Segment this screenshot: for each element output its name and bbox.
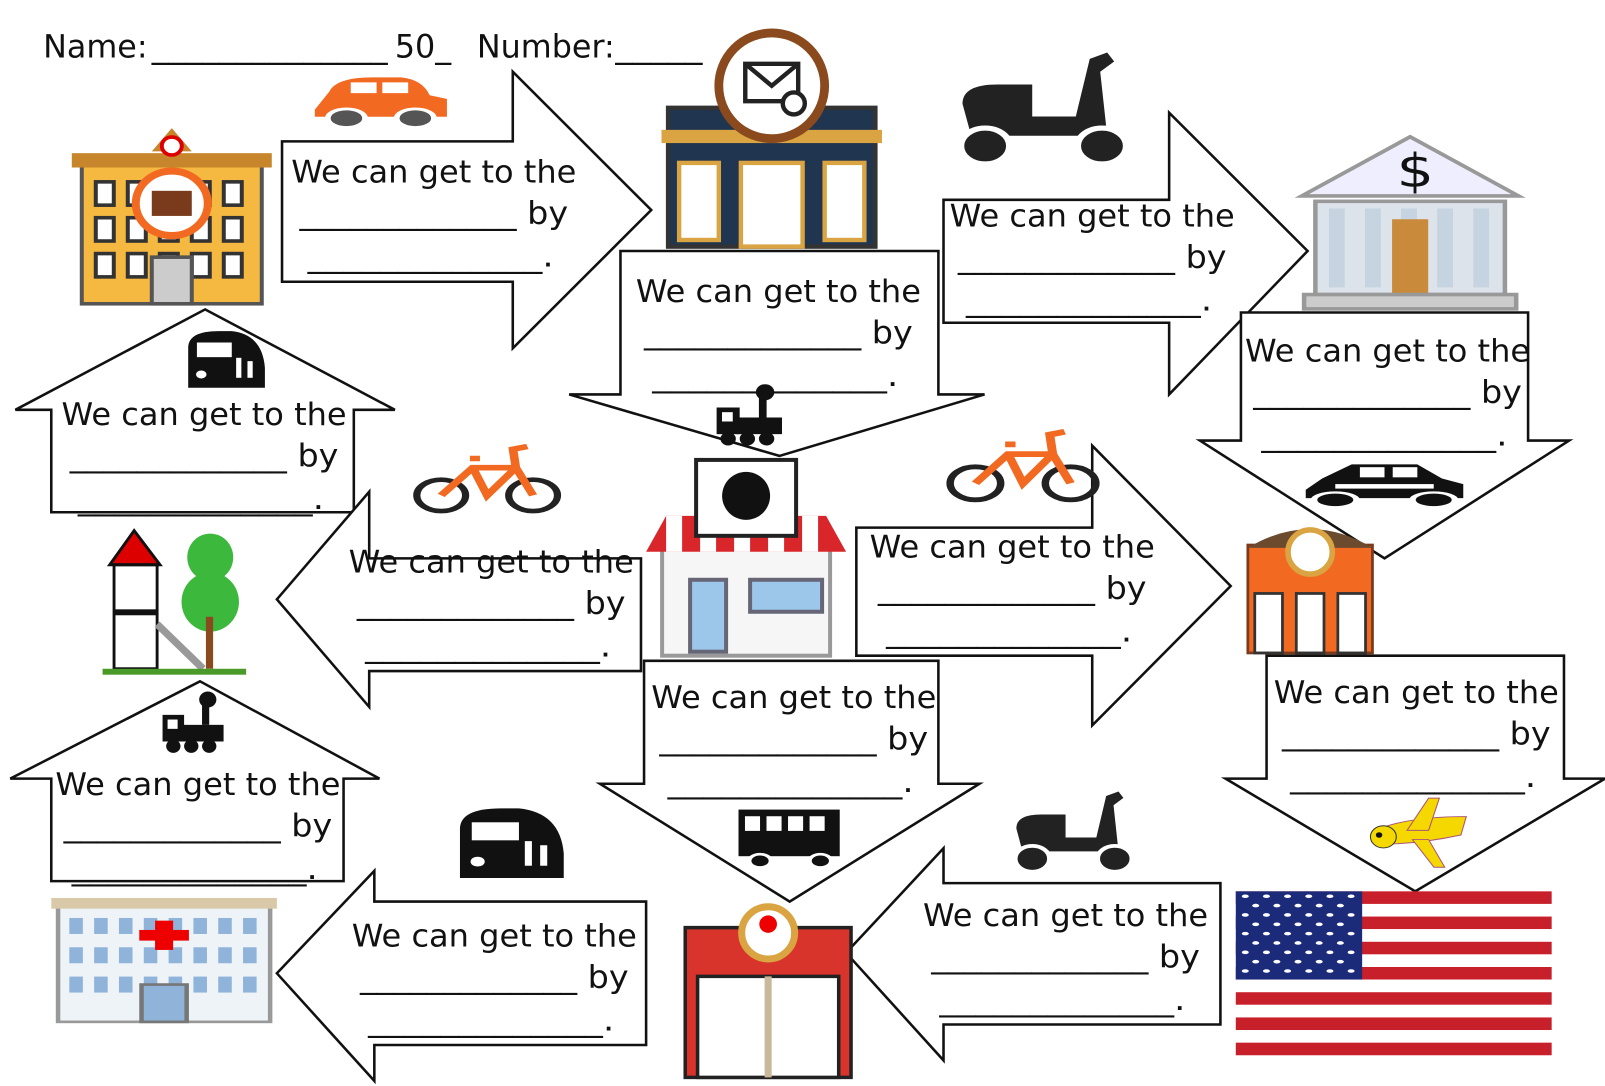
arrow-up-10: We can get to the _____________ by _______… <box>9 679 381 887</box>
post-office-icon <box>661 28 882 249</box>
restaurant-icon <box>646 457 847 658</box>
answer-blank-vehicle[interactable]: _____________. <box>71 851 318 887</box>
arrow-shape <box>9 679 381 883</box>
bookstore-icon <box>1246 527 1374 655</box>
answer-blank-destination[interactable]: _____________ by <box>356 586 626 622</box>
arrow-left-12: We can get to the _____________ by _______… <box>844 845 1222 1064</box>
arrow-prompt: We can get to the <box>636 274 921 310</box>
number-field[interactable]: _____ <box>614 29 703 65</box>
arrow-prompt: We can get to the <box>651 680 936 716</box>
arrow-prompt: We can get to the <box>950 198 1235 234</box>
answer-blank-vehicle[interactable]: _____________. <box>965 282 1212 318</box>
arrow-prompt: We can get to the <box>870 529 1155 565</box>
arrow-down-8: We can get to the _____________ by _______… <box>595 659 984 904</box>
arrow-prompt: We can get to the <box>923 898 1208 934</box>
icons-layer: $ <box>51 28 1552 1080</box>
arrow-shape <box>1195 311 1574 560</box>
answer-blank-vehicle[interactable]: _____________. <box>651 358 898 394</box>
answer-blank-destination[interactable]: _____________ by <box>877 570 1147 606</box>
arrow-shape <box>595 659 984 904</box>
bicycle-icon <box>946 428 1100 503</box>
arrow-shape <box>568 249 985 458</box>
arrow-right-1: We can get to the _____________ by _______… <box>280 68 654 352</box>
steam-train-icon <box>716 384 782 446</box>
arrow-shape <box>855 442 1233 729</box>
arrow-down-9: We can get to the _____________ by _______… <box>1220 654 1605 893</box>
arrows-layer: We can get to the _____________ by _______… <box>9 68 1605 1085</box>
answer-blank-destination[interactable]: _____________ by <box>359 960 629 996</box>
arrow-left-11: We can get to the _____________ by _______… <box>275 867 648 1085</box>
name-label: Name: <box>43 29 147 65</box>
arrow-shape <box>14 307 396 514</box>
arrow-prompt: We can get to the <box>352 919 637 955</box>
answer-blank-vehicle[interactable]: _____________. <box>885 613 1132 649</box>
us-flag-icon <box>1235 891 1552 1056</box>
answer-blank-vehicle[interactable]: _____________. <box>666 764 913 800</box>
train-icon <box>188 331 265 388</box>
answer-blank-destination[interactable]: _____________ by <box>643 315 913 351</box>
answer-blank-destination[interactable]: _____________ by <box>957 239 1227 275</box>
arrow-prompt: We can get to the <box>1274 675 1559 711</box>
answer-blank-vehicle[interactable]: _____________. <box>306 238 553 274</box>
airplane-icon <box>1369 797 1467 868</box>
scooter-icon <box>957 52 1130 167</box>
taxi-icon <box>1305 464 1464 509</box>
number-label: Number: <box>477 29 615 65</box>
playground-icon <box>102 528 247 675</box>
answer-blank-vehicle[interactable]: _____________. <box>77 481 324 517</box>
bicycle-icon <box>413 443 562 514</box>
arrow-prompt: We can get to the <box>349 545 634 581</box>
answer-blank-destination[interactable]: _____________ by <box>930 939 1200 975</box>
answer-blank-vehicle[interactable]: _____________. <box>938 982 1185 1018</box>
scooter-icon <box>1012 791 1135 874</box>
arrow-prompt: We can get to the <box>62 397 347 433</box>
arrow-shape <box>275 867 648 1085</box>
hospital-icon <box>51 897 277 1024</box>
answer-blank-destination[interactable]: _____________ by <box>658 721 928 757</box>
car-icon <box>314 77 447 129</box>
arrow-down-4: We can get to the _____________ by _______… <box>1195 311 1574 560</box>
answer-blank-destination[interactable]: _____________ by <box>298 195 568 231</box>
steam-train-icon <box>162 691 224 753</box>
train-icon <box>459 808 564 879</box>
answer-blank-destination[interactable]: _____________ by <box>1281 716 1551 752</box>
header: Name: ______________ 50_ Number: _____ <box>43 29 704 65</box>
answer-blank-vehicle[interactable]: _____________. <box>364 629 611 665</box>
answer-blank-destination[interactable]: _____________ by <box>1252 375 1522 411</box>
bank-icon: $ <box>1294 134 1526 311</box>
arrow-prompt: We can get to the <box>1245 334 1530 370</box>
arrow-up-5: We can get to the _____________ by _______… <box>14 307 396 517</box>
school-icon <box>71 128 272 306</box>
answer-blank-vehicle[interactable]: _____________. <box>1260 418 1507 454</box>
arrow-shape <box>844 845 1222 1064</box>
supermarket-icon <box>683 903 853 1080</box>
answer-blank-vehicle[interactable]: _____________. <box>1289 759 1536 795</box>
answer-blank-destination[interactable]: _____________ by <box>62 808 332 844</box>
name-field[interactable]: ______________ <box>151 29 389 65</box>
arrow-left-6: We can get to the _____________ by _______… <box>275 488 643 711</box>
arrow-shape <box>275 488 643 711</box>
arrow-prompt: We can get to the <box>55 767 340 803</box>
arrow-right-3: We can get to the _____________ by _______… <box>942 109 1310 398</box>
number-prefix: 50_ <box>395 29 452 65</box>
answer-blank-destination[interactable]: _____________ by <box>69 438 339 474</box>
arrow-shape <box>942 109 1310 398</box>
arrow-shape <box>280 68 654 352</box>
answer-blank-vehicle[interactable]: _____________. <box>367 1003 614 1039</box>
arrow-shape <box>1220 654 1605 893</box>
arrow-prompt: We can get to the <box>291 154 576 190</box>
svg-text:$: $ <box>1397 145 1434 199</box>
arrow-right-7: We can get to the _____________ by _______… <box>855 442 1233 729</box>
bus-icon <box>738 809 840 869</box>
arrow-down-2: We can get to the _____________ by _______… <box>568 249 985 458</box>
